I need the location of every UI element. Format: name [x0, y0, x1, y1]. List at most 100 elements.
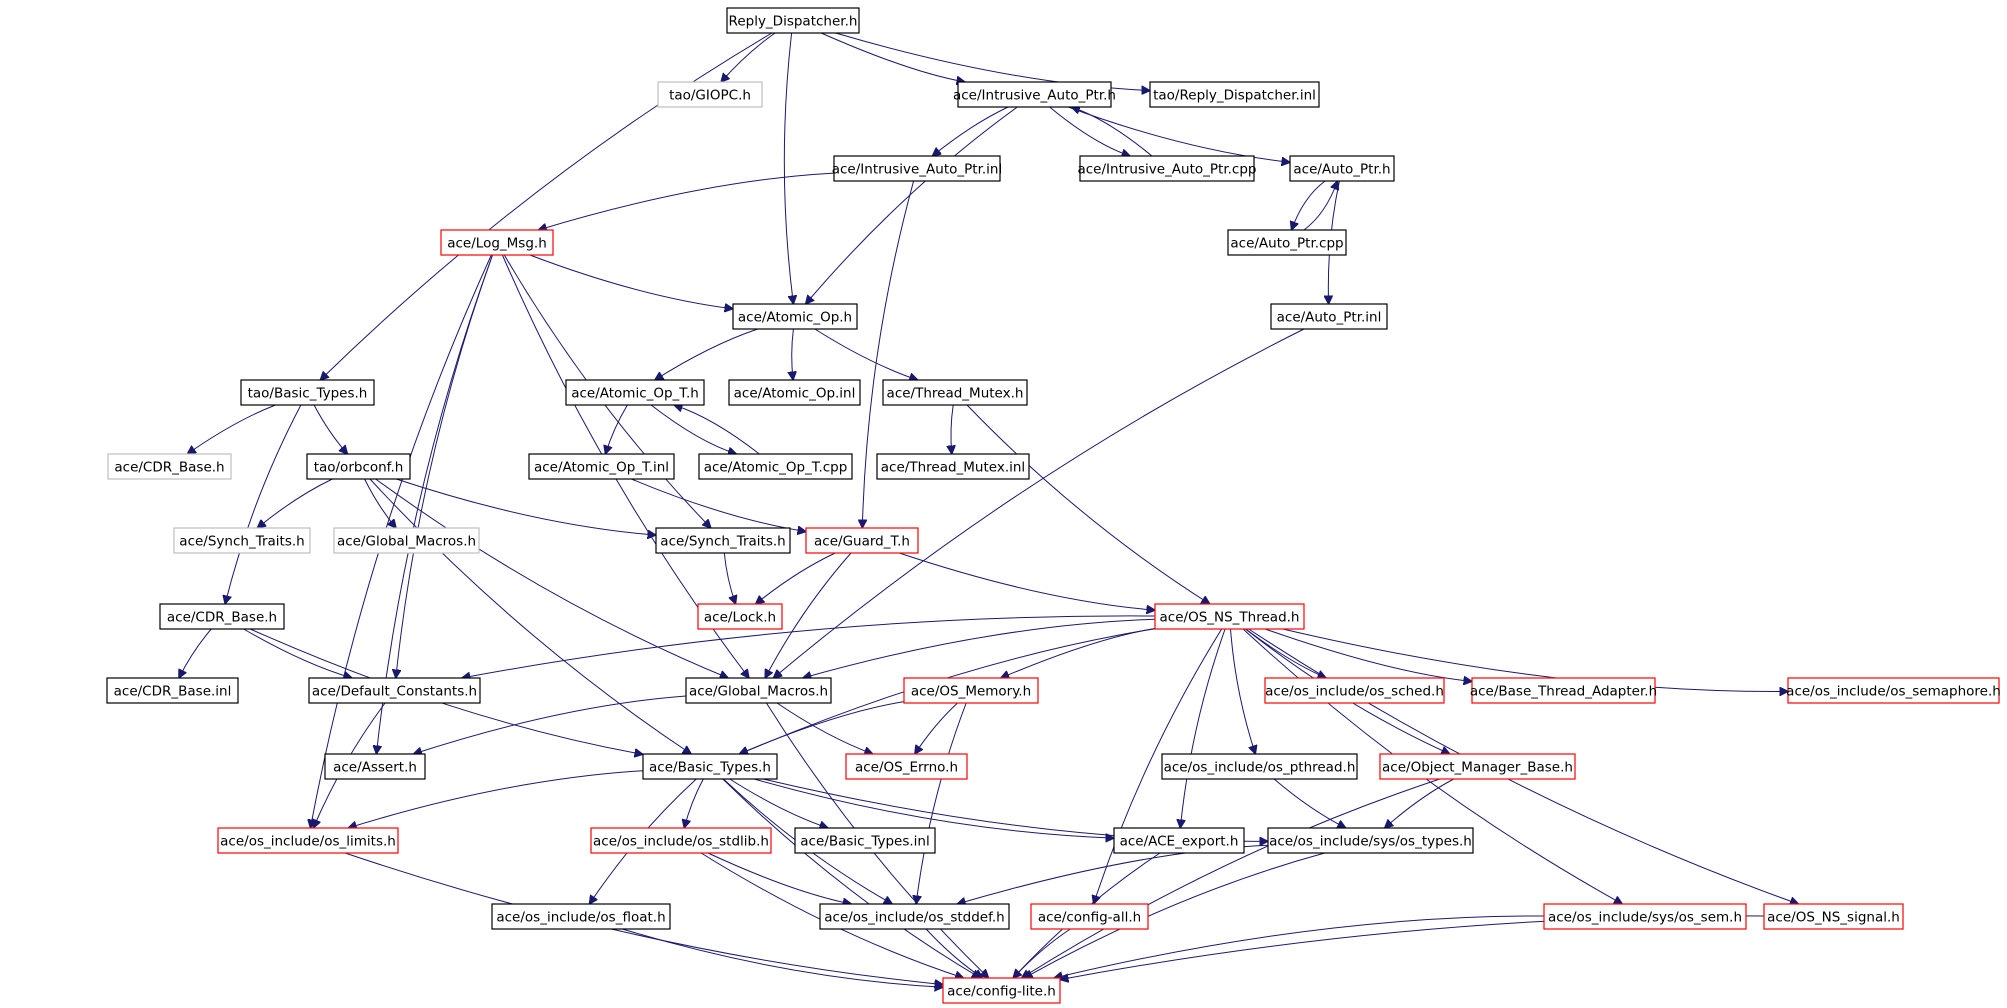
- node-ace-os-include-os-limits-h[interactable]: ace/os_include/os_limits.h: [217, 827, 399, 854]
- node-ace-cdr-base-h[interactable]: ace/CDR_Base.h: [159, 603, 285, 630]
- node-ace-os-include-os-sched-h[interactable]: ace/os_include/os_sched.h: [1264, 677, 1445, 704]
- node-box: [728, 379, 861, 406]
- edge-reply_dispatcher_h-to-tao_giopc_h: [721, 32, 776, 82]
- node-reply-dispatcher-h[interactable]: Reply_Dispatcher.h: [726, 7, 860, 34]
- node-label: ace/os_include/os_stddef.h: [824, 910, 1004, 926]
- node-box: [903, 677, 1039, 704]
- node-label: Reply_Dispatcher.h: [729, 14, 858, 30]
- node-ace-ace-export-h[interactable]: ace/ACE_export.h: [1113, 827, 1245, 854]
- node-box: [1471, 677, 1656, 704]
- node-label: ace/Global_Macros.h: [337, 534, 476, 550]
- node-ace-thread-mutex-h[interactable]: ace/Thread_Mutex.h: [882, 379, 1028, 406]
- edge-ace_synch_traits_h-to-ace_lock_h: [723, 552, 735, 604]
- edge-ace_os_ns_thread_h-to-ace_os_include_os_pthread_h: [1230, 628, 1256, 754]
- node-label: ace/Assert.h: [333, 760, 417, 776]
- node-ace-assert-h[interactable]: ace/Assert.h: [324, 753, 426, 780]
- node-ace-global-macros-h[interactable]: ace/Global_Macros.h: [685, 677, 832, 704]
- edge-ace_atomic_op_h-to-ace_atomic_op_t_h: [655, 328, 758, 380]
- node-ace-auto-ptr-h[interactable]: ace/Auto_Ptr.h: [1289, 155, 1395, 182]
- node-ace-basic-types-inl[interactable]: ace/Basic_Types.inl: [794, 827, 936, 854]
- node-box: [698, 453, 853, 480]
- node-label: ace/os_include/os_stdlib.h: [593, 834, 769, 850]
- node-tao-reply-dispatcher-inl[interactable]: tao/Reply_Dispatcher.inl: [1149, 81, 1320, 108]
- edge-ace_auto_ptr_inl-to-ace_global_macros_h: [773, 328, 1305, 678]
- node-ace-intrusive-auto-ptr-inl[interactable]: ace/Intrusive_Auto_Ptr.inl: [832, 155, 1003, 182]
- node-ace-atomic-op-t-h[interactable]: ace/Atomic_Op_T.h: [565, 379, 705, 406]
- node-ace-auto-ptr-cpp[interactable]: ace/Auto_Ptr.cpp: [1227, 229, 1347, 256]
- edge-tao_basic_types_h-to-tao_orbconf_h: [313, 404, 347, 454]
- edge-ace_thread_mutex_h-to-ace_thread_mutex_inl: [951, 404, 953, 454]
- node-ace-default-constants-h[interactable]: ace/Default_Constants.h: [308, 677, 481, 704]
- node-ace-atomic-op-t-cpp[interactable]: ace/Atomic_Op_T.cpp: [698, 453, 853, 480]
- node-ace-os-include-sys-os-sem-h[interactable]: ace/os_include/sys/os_sem.h: [1543, 903, 1747, 930]
- node-ace-config-all-h[interactable]: ace/config-all.h: [1030, 903, 1149, 930]
- node-label: ace/OS_NS_signal.h: [1767, 910, 1900, 926]
- edge-ace_os_include_os_stddef_h-to-ace_config_lite_h: [925, 928, 983, 978]
- node-box: [308, 677, 481, 704]
- node-ace-os-ns-thread-h[interactable]: ace/OS_NS_Thread.h: [1154, 603, 1305, 630]
- node-ace-cdr-base-inl[interactable]: ace/CDR_Base.inl: [106, 677, 239, 704]
- node-ace-os-ns-signal-h[interactable]: ace/OS_NS_signal.h: [1763, 903, 1904, 930]
- node-ace-lock-h[interactable]: ace/Lock.h: [697, 603, 783, 630]
- node-ace-config-lite-h[interactable]: ace/config-lite.h: [942, 977, 1061, 1004]
- node-label: ace/os_include/os_float.h: [496, 910, 665, 926]
- node-label: ace/Basic_Types.inl: [800, 834, 929, 850]
- edge-ace_os_memory_h-to-ace_os_errno_h: [915, 702, 958, 754]
- edge-ace_os_ns_thread_h-to-ace_default_constants_h: [462, 615, 1156, 678]
- node-ace-os-errno-h[interactable]: ace/OS_Errno.h: [845, 753, 968, 780]
- node-box: [833, 155, 1001, 182]
- node-box: [1379, 753, 1576, 780]
- edge-ace_atomic_op_h-to-ace_thread_mutex_h: [814, 328, 918, 380]
- node-label: ace/Synch_Traits.h: [660, 534, 785, 550]
- node-ace-os-include-sys-os-types-h[interactable]: ace/os_include/sys/os_types.h: [1267, 827, 1474, 854]
- node-box: [882, 379, 1028, 406]
- edge-ace_guard_t_h-to-ace_global_macros_h: [765, 552, 852, 678]
- node-label: ace/os_include/os_pthread.h: [1164, 760, 1356, 776]
- node-ace-guard-t-h[interactable]: ace/Guard_T.h: [805, 527, 919, 554]
- node-ace-os-include-os-float-h[interactable]: ace/os_include/os_float.h: [491, 903, 671, 930]
- node-ace-object-manager-base-h[interactable]: ace/Object_Manager_Base.h: [1379, 753, 1576, 780]
- node-ace-atomic-op-h[interactable]: ace/Atomic_Op.h: [732, 303, 858, 330]
- node-label: ace/OS_NS_Thread.h: [1160, 610, 1300, 626]
- node-tao-giopc-h[interactable]: tao/GIOPC.h: [657, 81, 763, 108]
- node-label: ace/Default_Constants.h: [312, 684, 477, 700]
- node-tao-orbconf-h[interactable]: tao/orbconf.h: [306, 453, 411, 480]
- node-ace-os-include-os-pthread-h[interactable]: ace/os_include/os_pthread.h: [1161, 753, 1358, 780]
- edge-ace_intrusive_auto_ptr_h-to-ace_intrusive_auto_ptr_cpp: [1049, 106, 1131, 156]
- node-box: [697, 603, 783, 630]
- node-label: ace/os_include/os_limits.h: [220, 834, 396, 850]
- node-box: [1289, 155, 1395, 182]
- node-box: [657, 81, 763, 108]
- node-ace-os-include-os-semaphore-h[interactable]: ace/os_include/os_semaphore.h: [1786, 677, 2001, 704]
- node-ace-os-include-os-stdlib-h[interactable]: ace/os_include/os_stdlib.h: [590, 827, 772, 854]
- node-ace-atomic-op-inl[interactable]: ace/Atomic_Op.inl: [728, 379, 861, 406]
- node-ace-synch-traits-h[interactable]: ace/Synch_Traits.h: [655, 527, 791, 554]
- node-ace-cdr-base-h-ext[interactable]: ace/CDR_Base.h: [107, 453, 232, 480]
- node-box: [1227, 229, 1347, 256]
- node-ace-basic-types-h[interactable]: ace/Basic_Types.h: [642, 753, 778, 780]
- edge-ace_object_manager_base_h-to-ace_config_lite_h: [1022, 778, 1440, 978]
- node-ace-log-msg-h[interactable]: ace/Log_Msg.h: [440, 229, 554, 256]
- edge-ace_intrusive_auto_ptr_inl-to-ace_guard_t_h: [862, 180, 915, 528]
- node-box: [491, 903, 671, 930]
- node-tao-basic-types-h[interactable]: tao/Basic_Types.h: [240, 379, 375, 406]
- node-ace-os-include-os-stddef-h[interactable]: ace/os_include/os_stddef.h: [819, 903, 1010, 930]
- edge-ace_basic_types_h-to-ace_basic_types_inl: [729, 778, 828, 828]
- node-ace-intrusive-auto-ptr-h[interactable]: ace/Intrusive_Auto_Ptr.h: [953, 81, 1116, 108]
- edge-ace_atomic_op_h-to-ace_atomic_op_inl: [792, 328, 794, 380]
- node-label: tao/Reply_Dispatcher.inl: [1153, 88, 1316, 104]
- node-ace-global-macros-h-ext[interactable]: ace/Global_Macros.h: [333, 527, 480, 554]
- node-label: ace/Thread_Mutex.inl: [881, 460, 1025, 476]
- node-ace-os-memory-h[interactable]: ace/OS_Memory.h: [903, 677, 1039, 704]
- node-ace-thread-mutex-inl[interactable]: ace/Thread_Mutex.inl: [876, 453, 1030, 480]
- node-label: ace/Intrusive_Auto_Ptr.h: [953, 88, 1116, 104]
- node-label: ace/OS_Errno.h: [855, 760, 958, 776]
- node-ace-base-thread-adapter-h[interactable]: ace/Base_Thread_Adapter.h: [1470, 677, 1657, 704]
- node-ace-synch-traits-h-ext[interactable]: ace/Synch_Traits.h: [173, 527, 311, 554]
- edge-tao_orbconf_h-to-ace_synch_traits_h_ext: [257, 478, 333, 528]
- node-ace-atomic-op-t-inl[interactable]: ace/Atomic_Op_T.inl: [528, 453, 675, 480]
- node-ace-intrusive-auto-ptr-cpp[interactable]: ace/Intrusive_Auto_Ptr.cpp: [1077, 155, 1257, 182]
- edge-ace_atomic_op_t_h-to-ace_atomic_op_t_inl: [605, 404, 628, 454]
- node-ace-auto-ptr-inl[interactable]: ace/Auto_Ptr.inl: [1270, 303, 1388, 330]
- edge-ace_os_include_sys_os_types_h-to-ace_os_include_os_stddef_h: [957, 844, 1269, 904]
